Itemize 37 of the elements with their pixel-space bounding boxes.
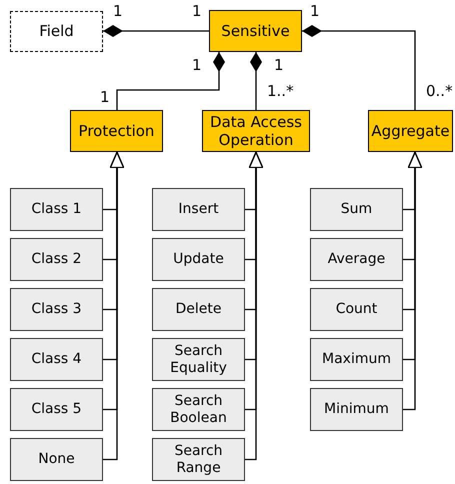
subclass-box: Class 1 — [10, 188, 103, 231]
subclass-box: Sum — [310, 188, 403, 231]
class-box: Data Access Operation — [202, 110, 310, 152]
multiplicity-label: 1 — [274, 56, 284, 74]
subclass-box: Update — [152, 238, 245, 281]
subclass-box: Average — [310, 238, 403, 281]
generalization-arrow — [245, 152, 264, 460]
subclass-box: Class 4 — [10, 338, 103, 381]
subclass-box: None — [10, 438, 103, 481]
class-box: Protection — [70, 110, 163, 152]
subclass-box: Search Boolean — [152, 388, 245, 431]
composition-connector — [250, 52, 262, 110]
composition-connector — [302, 25, 416, 110]
subclass-box: Class 2 — [10, 238, 103, 281]
subclass-box: Maximum — [310, 338, 403, 381]
class-box: Sensitive — [209, 10, 302, 52]
generalization-arrow — [403, 152, 422, 410]
multiplicity-label: 1 — [192, 56, 202, 74]
subclass-box: Minimum — [310, 388, 403, 431]
multiplicity-label: 1 — [192, 2, 202, 20]
subclass-box: Class 5 — [10, 388, 103, 431]
subclass-box: Count — [310, 288, 403, 331]
subclass-box: Class 3 — [10, 288, 103, 331]
multiplicity-label: 0..* — [426, 82, 453, 100]
composition-connector — [103, 25, 209, 37]
generalization-arrow — [103, 152, 124, 460]
multiplicity-label: 1 — [310, 2, 320, 20]
multiplicity-label: 1 — [113, 2, 123, 20]
subclass-box: Search Equality — [152, 338, 245, 381]
subclass-box: Search Range — [152, 438, 245, 481]
subclass-box: Delete — [152, 288, 245, 331]
subclass-box: Insert — [152, 188, 245, 231]
composition-connector — [116, 52, 225, 110]
class-box: Aggregate — [368, 110, 453, 152]
class-box: Field — [10, 11, 103, 52]
multiplicity-label: 1..* — [267, 82, 294, 100]
multiplicity-label: 1 — [100, 88, 110, 106]
